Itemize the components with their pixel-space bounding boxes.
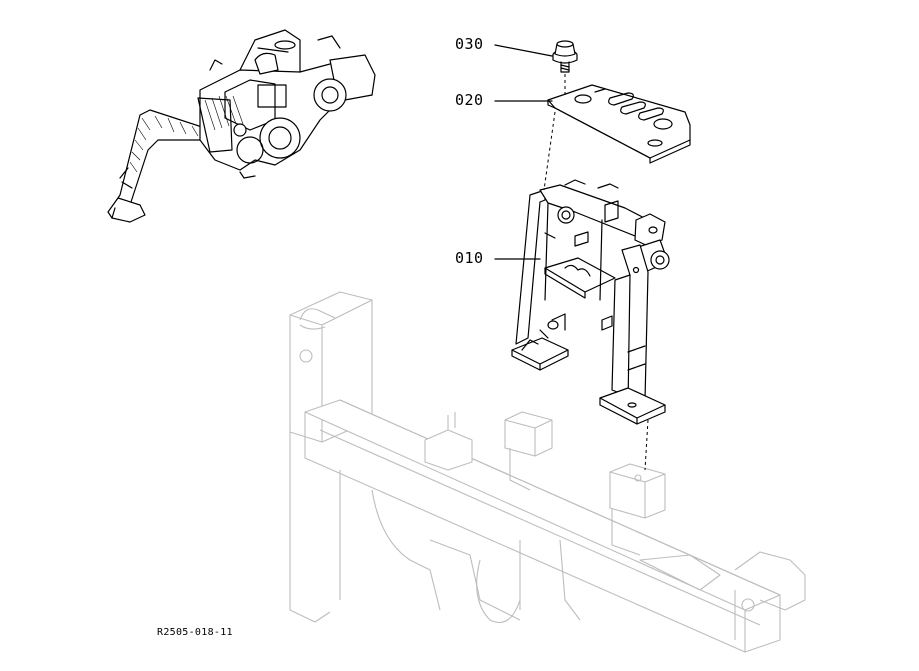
- backhoe-thumbnail: [107, 29, 376, 223]
- callout-020: 020: [455, 91, 484, 109]
- leader-lines: [494, 44, 553, 260]
- callout-010: 010: [455, 249, 484, 267]
- part-020-plate: [547, 84, 691, 164]
- reference-code: R2505-018-11: [157, 627, 233, 638]
- callout-030: 030: [455, 35, 484, 53]
- part-030-bolt: [552, 40, 578, 73]
- part-010-bracket: [511, 179, 670, 425]
- alignment-lines: [543, 74, 649, 471]
- tractor-frame-background: [289, 291, 806, 653]
